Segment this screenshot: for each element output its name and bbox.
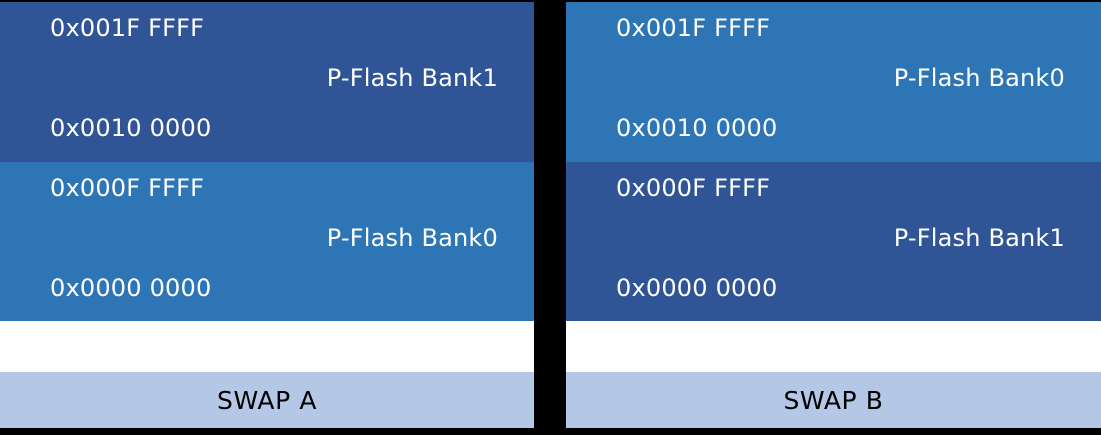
swap-b-label: SWAP B: [783, 385, 884, 415]
swap-a-lower-top-address: 0x000F FFFF: [50, 174, 205, 202]
swap-a-label: SWAP A: [216, 385, 318, 415]
swap-a-upper-bank-label: P-Flash Bank1: [326, 64, 498, 92]
swap-a-panel: 0x001F FFFF P-Flash Bank1 0x0010 0000 0x…: [0, 2, 534, 428]
swap-b-upper-top-address: 0x001F FFFF: [616, 14, 771, 42]
swap-a-upper-top-address: 0x001F FFFF: [50, 14, 205, 42]
swap-a-upper-bottom-address: 0x0010 0000: [50, 114, 212, 142]
swap-b-panel: 0x001F FFFF P-Flash Bank0 0x0010 0000 0x…: [566, 2, 1101, 428]
swap-b-lower-top-address: 0x000F FFFF: [616, 174, 771, 202]
swap-b-spacer: [566, 321, 1101, 372]
swap-b-lower-bottom-address: 0x0000 0000: [616, 274, 778, 302]
swap-a-spacer: [0, 321, 534, 372]
swap-b-lower-bank-block: 0x000F FFFF P-Flash Bank1 0x0000 0000: [566, 162, 1101, 321]
swap-a-lower-bottom-address: 0x0000 0000: [50, 274, 212, 302]
swap-b-upper-bank-label: P-Flash Bank0: [893, 64, 1065, 92]
swap-a-label-band: SWAP A: [0, 372, 534, 428]
swap-b-label-band: SWAP B: [566, 372, 1101, 428]
swap-a-upper-bank-block: 0x001F FFFF P-Flash Bank1 0x0010 0000: [0, 2, 534, 162]
swap-b-upper-bank-block: 0x001F FFFF P-Flash Bank0 0x0010 0000: [566, 2, 1101, 162]
swap-b-upper-bottom-address: 0x0010 0000: [616, 114, 778, 142]
swap-a-lower-bank-label: P-Flash Bank0: [326, 224, 498, 252]
swap-b-lower-bank-label: P-Flash Bank1: [893, 224, 1065, 252]
swap-a-lower-bank-block: 0x000F FFFF P-Flash Bank0 0x0000 0000: [0, 162, 534, 321]
